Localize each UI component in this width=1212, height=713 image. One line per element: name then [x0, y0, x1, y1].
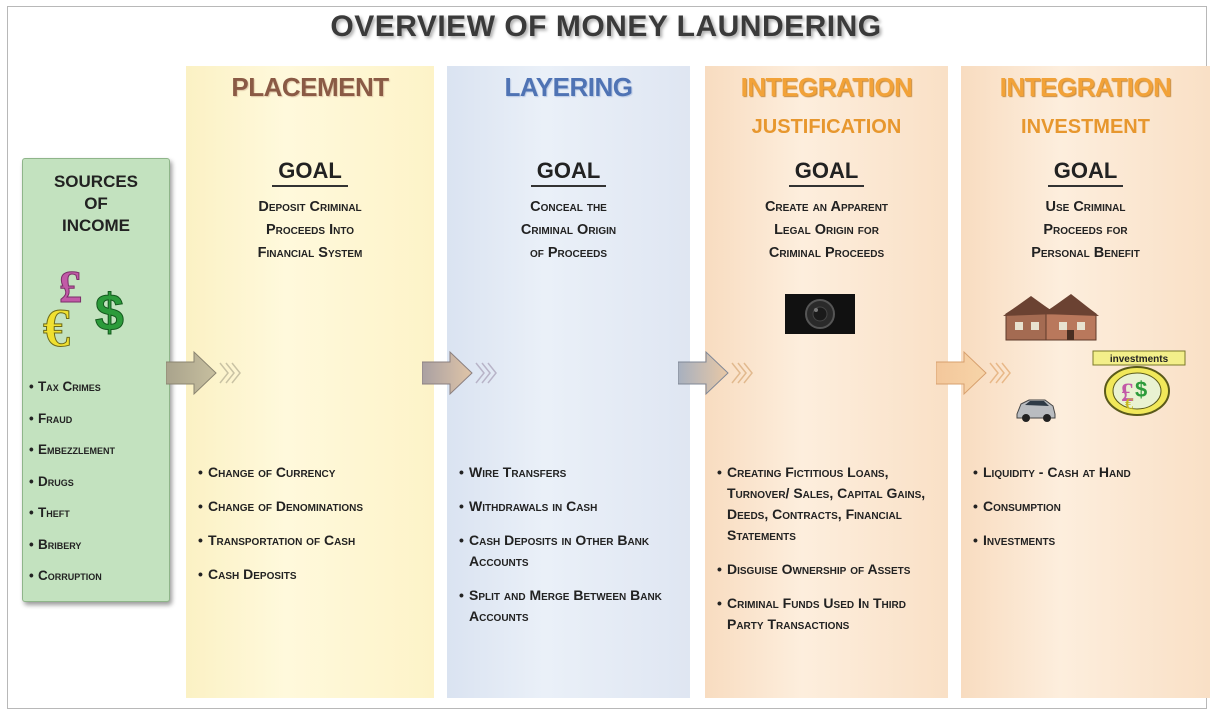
arrow-right-icon	[936, 350, 1011, 396]
goal-text: Use Criminal Proceeds for Personal Benef…	[1031, 199, 1140, 261]
list-item: Criminal Funds Used In Third Party Trans…	[717, 593, 944, 635]
car-icon	[1016, 399, 1056, 422]
column-title: LAYERING	[504, 72, 633, 102]
layering-column: LAYERING GOAL Conceal the Criminal Origi…	[447, 66, 690, 698]
goal-heading: GOAL	[961, 158, 1210, 187]
goal-text: Create an Apparent Legal Origin for Crim…	[764, 199, 889, 261]
svg-text:€: €	[43, 298, 70, 354]
list-item: Liquidity - Cash at Hand	[973, 462, 1206, 483]
list-item: Drugs	[29, 472, 167, 492]
placement-list: Change of Currency Change of Denominatio…	[198, 462, 430, 598]
list-item: Fraud	[29, 409, 167, 429]
goal-heading: GOAL	[705, 158, 948, 187]
column-title: PLACEMENT	[231, 72, 389, 102]
integration-justification-list: Creating Fictitious Loans, Turnover/ Sal…	[717, 462, 944, 648]
list-item: Bribery	[29, 535, 167, 555]
investments-icon: investments £ $ €	[1092, 350, 1186, 416]
goal-heading: GOAL	[447, 158, 690, 187]
list-item: Change of Currency	[198, 462, 430, 483]
goal-text: Deposit Criminal Proceeds Into Financial…	[257, 199, 363, 261]
camera-lens-icon	[785, 294, 855, 334]
goal-heading: GOAL	[186, 158, 434, 187]
sources-title: SOURCES OF INCOME	[53, 172, 139, 235]
svg-text:€: €	[1125, 396, 1133, 413]
currency-symbols-icon: £ $ €	[43, 261, 125, 355]
arrow-right-icon	[422, 350, 497, 396]
arrow-right-icon	[678, 350, 753, 396]
list-item: Cash Deposits in Other Bank Accounts	[459, 530, 686, 572]
list-item: Embezzlement	[29, 440, 167, 460]
list-item: Theft	[29, 503, 167, 523]
svg-text:$: $	[95, 284, 124, 342]
list-item: Change of Denominations	[198, 496, 430, 517]
list-item: Withdrawals in Cash	[459, 496, 686, 517]
list-item: Tax Crimes	[29, 377, 167, 397]
investments-label: investments	[1110, 354, 1169, 365]
list-item: Split and Merge Between Bank Accounts	[459, 585, 686, 627]
list-item: Disguise Ownership of Assets	[717, 559, 944, 580]
list-item: Transportation of Cash	[198, 530, 430, 551]
svg-text:$: $	[1135, 377, 1147, 402]
svg-text:£: £	[1121, 378, 1134, 407]
list-item: Corruption	[29, 566, 167, 586]
integration-investment-column: INTEGRATION INVESTMENT GOAL Use Criminal…	[961, 66, 1210, 698]
column-title: INTEGRATION	[740, 72, 913, 102]
list-item: Wire Transfers	[459, 462, 686, 483]
page-title: OVERVIEW OF MONEY LAUNDERING	[330, 10, 882, 43]
house-icon	[1003, 294, 1099, 341]
svg-text:£: £	[59, 261, 82, 312]
sources-of-income-box: SOURCES OF INCOME £ $ € Tax Crimes Fraud…	[22, 158, 170, 602]
list-item: Investments	[973, 530, 1206, 551]
goal-text: Conceal the Criminal Origin of Proceeds	[520, 199, 617, 261]
sources-list: Tax Crimes Fraud Embezzlement Drugs Thef…	[29, 377, 167, 598]
integration-investment-list: Liquidity - Cash at Hand Consumption Inv…	[973, 462, 1206, 564]
layering-list: Wire Transfers Withdrawals in Cash Cash …	[459, 462, 686, 640]
list-item: Creating Fictitious Loans, Turnover/ Sal…	[717, 462, 944, 546]
column-subtitle: JUSTIFICATION	[751, 116, 902, 138]
arrow-right-icon	[166, 350, 241, 396]
list-item: Consumption	[973, 496, 1206, 517]
column-title: INTEGRATION	[999, 72, 1172, 102]
column-subtitle: INVESTMENT	[1021, 116, 1150, 138]
list-item: Cash Deposits	[198, 564, 430, 585]
